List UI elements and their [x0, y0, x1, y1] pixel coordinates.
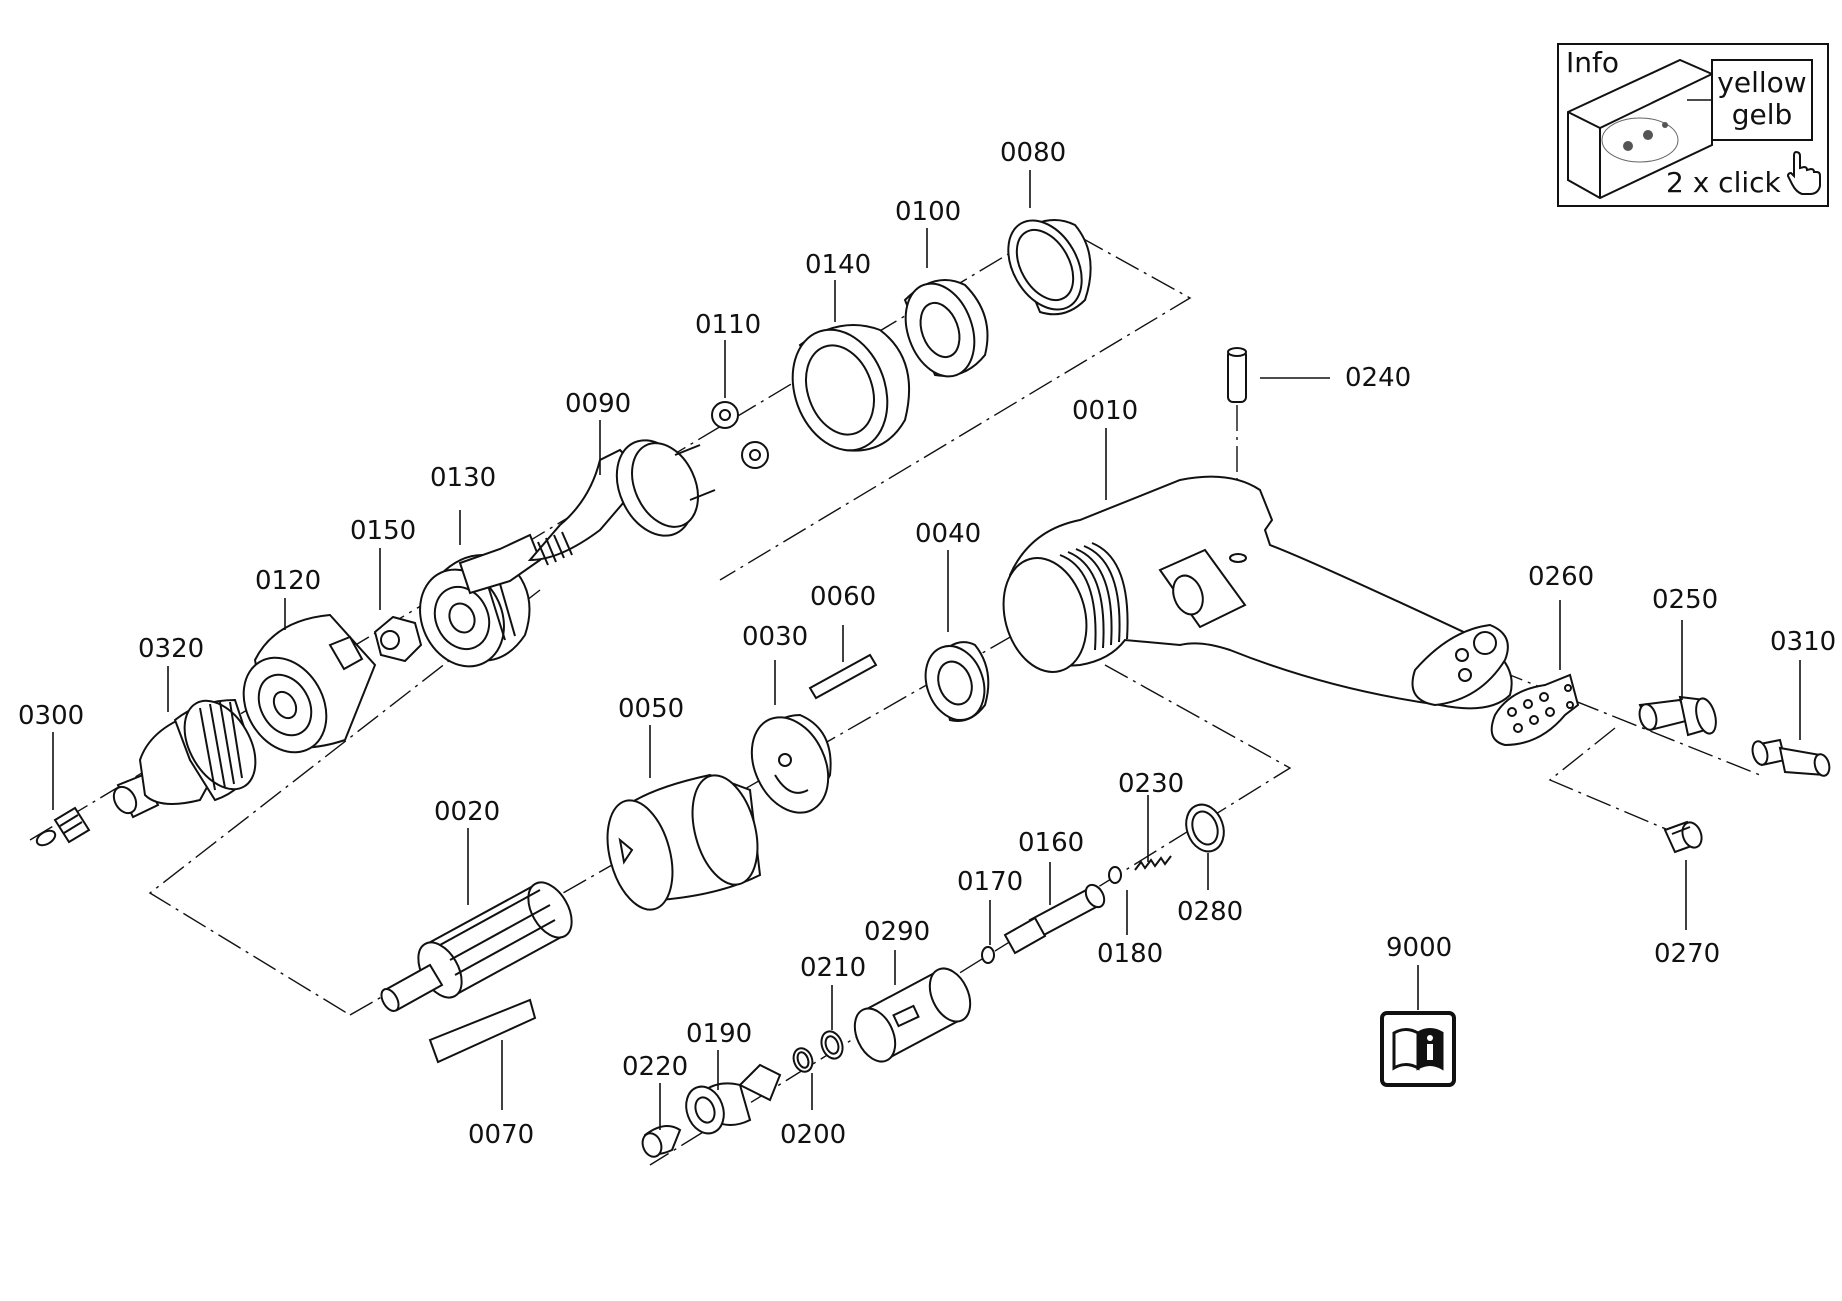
part-0010-motor-housing[interactable]: [991, 475, 1513, 710]
label-0200[interactable]: 0200: [780, 1120, 846, 1150]
label-0100[interactable]: 0100: [895, 197, 961, 227]
part-0300-screw[interactable]: [34, 806, 91, 848]
part-0280-o-ring[interactable]: [1180, 799, 1230, 856]
part-0320-drill-chuck[interactable]: [109, 688, 270, 819]
manual-info-icon[interactable]: [1380, 1011, 1456, 1087]
label-0140[interactable]: 0140: [805, 250, 871, 280]
part-0210-o-ring[interactable]: [818, 1028, 846, 1061]
label-0180[interactable]: 0180: [1097, 939, 1163, 969]
label-0080[interactable]: 0080: [1000, 138, 1066, 168]
label-leader-lines: [52, 170, 1801, 1130]
label-0060[interactable]: 0060: [810, 582, 876, 612]
label-0130[interactable]: 0130: [430, 463, 496, 493]
part-0100-ball-bearing[interactable]: [894, 274, 989, 386]
hand-pointer-icon: [1786, 150, 1821, 195]
part-0060-key-pin[interactable]: [808, 653, 878, 700]
part-0020-rotor[interactable]: [378, 875, 581, 1014]
part-0160-valve-stem[interactable]: [1003, 882, 1108, 955]
label-0070[interactable]: 0070: [468, 1120, 534, 1150]
part-0260-exhaust-plate[interactable]: [1490, 673, 1580, 747]
label-0090[interactable]: 0090: [565, 389, 631, 419]
label-0190[interactable]: 0190: [686, 1019, 752, 1049]
label-0110[interactable]: 0110: [695, 310, 761, 340]
part-0080-sleeve[interactable]: [993, 207, 1096, 322]
label-9000[interactable]: 9000: [1386, 933, 1452, 963]
label-0280[interactable]: 0280: [1177, 897, 1243, 927]
label-0320[interactable]: 0320: [138, 634, 204, 664]
label-0030[interactable]: 0030: [742, 622, 808, 652]
label-0050[interactable]: 0050: [618, 694, 684, 724]
part-0030-end-plate[interactable]: [737, 705, 843, 825]
part-0170-o-ring[interactable]: [981, 946, 995, 964]
part-0190-valve-body[interactable]: [680, 1063, 782, 1139]
label-0160[interactable]: 0160: [1018, 828, 1084, 858]
label-0120[interactable]: 0120: [255, 566, 321, 596]
label-0020[interactable]: 0020: [434, 797, 500, 827]
info-instruction: 2 x click: [1666, 166, 1782, 199]
label-0300[interactable]: 0300: [18, 701, 84, 731]
part-0250-air-inlet-fitting[interactable]: [1637, 695, 1719, 737]
label-0040[interactable]: 0040: [915, 519, 981, 549]
part-0230-spring[interactable]: [1134, 855, 1172, 871]
highlight-box-illustration: [1567, 58, 1713, 200]
label-0010[interactable]: 0010: [1072, 396, 1138, 426]
part-0120-head-housing[interactable]: [227, 613, 377, 767]
part-0070-rotor-vane[interactable]: [428, 998, 537, 1064]
label-0170[interactable]: 0170: [957, 867, 1023, 897]
label-0250[interactable]: 0250: [1652, 585, 1718, 615]
label-0270[interactable]: 0270: [1654, 939, 1720, 969]
part-0050-cylinder[interactable]: [597, 768, 769, 917]
part-0150-hex-nut[interactable]: [373, 615, 423, 663]
label-0220[interactable]: 0220: [622, 1052, 688, 1082]
part-0090-planet-carrier-spindle[interactable]: [458, 428, 716, 595]
part-0040-ball-bearing[interactable]: [916, 638, 995, 729]
info-color-en: yellow: [1717, 66, 1806, 99]
info-box: Info yellow gelb 2 x click: [1557, 43, 1829, 207]
part-0180-o-ring[interactable]: [1108, 866, 1122, 884]
label-0240[interactable]: 0240: [1345, 363, 1411, 393]
label-0290[interactable]: 0290: [864, 917, 930, 947]
label-0260[interactable]: 0260: [1528, 562, 1594, 592]
part-0310-coupling-nipple[interactable]: [1750, 738, 1831, 778]
part-0270-screw[interactable]: [1663, 820, 1705, 854]
part-0240-pin[interactable]: [1227, 347, 1247, 403]
info-box-title: Info: [1566, 46, 1619, 79]
part-0140-ring-gear[interactable]: [777, 316, 911, 463]
yellow-gelb-button[interactable]: [1711, 59, 1813, 141]
part-0200-o-ring[interactable]: [790, 1046, 815, 1075]
part-number-labels: 0300 0320 0120 0150 0130 0090 0110 0140 …: [18, 138, 1836, 1150]
label-0230[interactable]: 0230: [1118, 769, 1184, 799]
part-0290-valve-bushing[interactable]: [847, 962, 978, 1068]
label-0210[interactable]: 0210: [800, 953, 866, 983]
info-color-de: gelb: [1732, 98, 1793, 131]
label-0150[interactable]: 0150: [350, 516, 416, 546]
part-0220-valve-cap[interactable]: [639, 1125, 682, 1159]
part-0110-planet-gears[interactable]: [711, 401, 769, 469]
label-0310[interactable]: 0310: [1770, 627, 1836, 657]
